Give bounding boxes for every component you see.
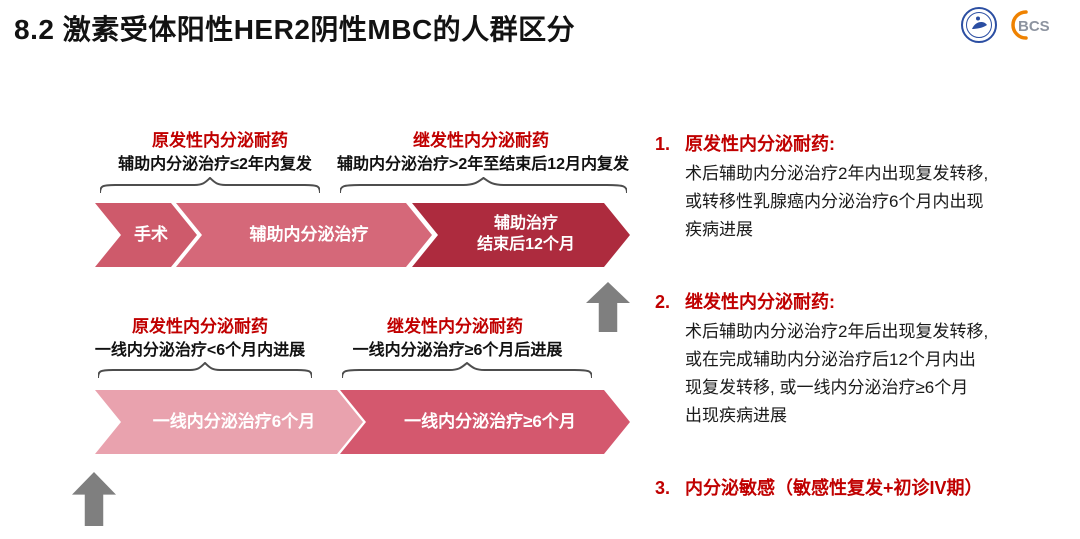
chevron-adjuvant-end-12m: 辅助治疗 结束后12个月 xyxy=(412,203,630,267)
definitions-panel: 1. 原发性内分泌耐药: 术后辅助内分泌治疗2年内出现复发转移, 或转移性乳腺癌… xyxy=(655,130,1075,539)
bcs-logo-icon: BCS xyxy=(1011,10,1050,40)
definition-number: 2. xyxy=(655,292,671,312)
brace-bottom-left xyxy=(98,362,312,378)
top-primary-resistance-sub: 辅助内分泌治疗≤2年内复发 xyxy=(118,156,312,173)
chevron-adjuvant-endocrine-label: 辅助内分泌治疗 xyxy=(249,224,369,244)
logo-group: BCS xyxy=(960,6,1070,44)
top-secondary-resistance-sub: 辅助内分泌治疗>2年至结束后12月内复发 xyxy=(337,156,630,173)
up-arrow-bottom-icon xyxy=(72,472,116,526)
chevron-adjuvant-end-12m-label: 辅助治疗 结束后12个月 xyxy=(477,215,575,253)
chevron-first-line-ge-6m-label: 一线内分泌治疗≥6个月 xyxy=(404,411,576,431)
definition-item-primary-resistance: 1. 原发性内分泌耐药: 术后辅助内分泌治疗2年内出现复发转移, 或转移性乳腺癌… xyxy=(655,130,1075,244)
chevron-first-line-ge-6m: 一线内分泌治疗≥6个月 xyxy=(340,390,630,454)
brace-bottom-right xyxy=(342,362,592,378)
definition-heading: 原发性内分泌耐药: xyxy=(685,134,835,154)
bcs-logo-text: BCS xyxy=(1018,18,1050,35)
bottom-secondary-resistance-sub: 一线内分泌治疗≥6个月后进展 xyxy=(352,342,563,359)
definition-heading: 继发性内分泌耐药: xyxy=(685,292,835,312)
brace-top-right xyxy=(340,177,627,193)
hospital-logo-icon xyxy=(961,7,997,43)
definition-number: 1. xyxy=(655,134,671,154)
definition-item-endocrine-sensitive: 3. 内分泌敏感（敏感性复发+初诊IV期） xyxy=(655,474,1075,504)
definition-heading: 内分泌敏感（敏感性复发+初诊IV期） xyxy=(685,478,983,498)
bottom-primary-resistance-label: 原发性内分泌耐药 xyxy=(132,317,268,336)
chevron-surgery-label: 手术 xyxy=(134,224,168,244)
top-secondary-resistance-label: 继发性内分泌耐药 xyxy=(413,131,549,150)
definition-item-secondary-resistance: 2. 继发性内分泌耐药: 术后辅助内分泌治疗2年后出现复发转移, 或在完成辅助内… xyxy=(655,288,1075,430)
page-title: 8.2 激素受体阳性HER2阴性MBC的人群区分 xyxy=(14,14,576,45)
bottom-primary-resistance-sub: 一线内分泌治疗<6个月内进展 xyxy=(94,342,306,359)
definition-body: 术后辅助内分泌治疗2年后出现复发转移, 或在完成辅助内分泌治疗后12个月内出 现… xyxy=(685,322,989,425)
bottom-secondary-resistance-label: 继发性内分泌耐药 xyxy=(387,317,523,336)
chevron-first-line-6m: 一线内分泌治疗6个月 xyxy=(95,390,363,454)
chevron-surgery: 手术 xyxy=(95,203,197,267)
definition-body: 术后辅助内分泌治疗2年内出现复发转移, 或转移性乳腺癌内分泌治疗6个月内出现 疾… xyxy=(685,164,989,239)
top-primary-resistance-label: 原发性内分泌耐药 xyxy=(152,131,288,150)
chevron-first-line-6m-label: 一线内分泌治疗6个月 xyxy=(152,411,316,431)
definition-number: 3. xyxy=(655,478,671,498)
up-arrow-top-icon xyxy=(586,282,630,332)
chevron-adjuvant-endocrine: 辅助内分泌治疗 xyxy=(176,203,432,267)
brace-top-left xyxy=(100,177,320,193)
